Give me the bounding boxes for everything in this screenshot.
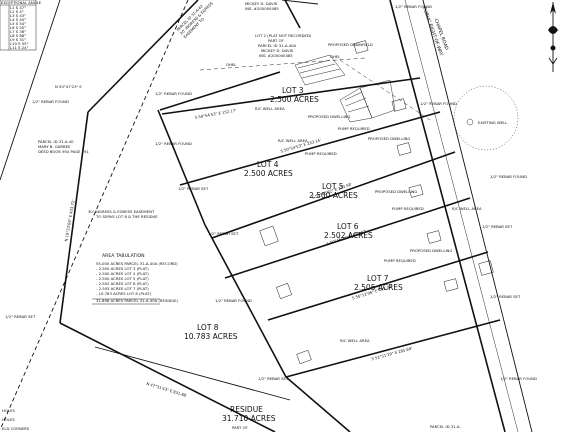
exception-row: L5 S 54° [10,21,26,26]
area-tab-row: - 2.500 ACRES LOT 5 (PLAT) [96,276,149,281]
dwelling-label: PROPOSED DWELLING [308,114,350,119]
owner-instrument: INS. #200000485 [245,6,279,11]
lot-acres: 2.500 ACRES [309,191,358,200]
lot-name: LOT 3 [282,86,304,95]
area-tab-row: - 2.500 ACRES LOT 4 (PLAT) [96,271,149,276]
parcel-left: MARY B. GARBEE [38,144,71,149]
parcel-left: DEED BOOK 954 PAGE 791 [38,149,89,154]
drainfield-label: PROPOSED DRAINFIELD [328,42,373,47]
exception-row: L8 S 88° [10,33,26,38]
exception-row: L6 S 55° [10,25,26,30]
well-area-label: R/C WELL AREA [452,206,482,211]
area-tab-row: - 2.505 ACRES LOT 7 (PLAT) [96,286,149,291]
exception-table [0,0,37,51]
lot-acres: 2.500 ACRES [270,95,319,104]
dwelling-label: PROPOSED DWELLING [368,136,410,141]
pump-label: PUMP REQUIRED [384,258,416,263]
north-arrow-icon [548,2,558,72]
lot-acres: 2.505 ACRES [354,283,403,292]
dwelling-label: PROPOSED DWELLING [410,248,452,253]
rebar-set: 1/2" REBAR SET [5,314,36,319]
lot2-label: MICKEY D. DAVIS [261,48,294,53]
ohel-label: OHEL [330,54,341,59]
ohel-label: OHEL [226,62,237,67]
existing-well-circle [453,85,519,151]
pump-label: PUMP REQUIRED [392,206,424,211]
rebar-set: 1/2" REBAR SET [490,294,521,299]
rebar-found: 1/2" REBAR FOUND [155,141,192,146]
lot-name: LOT 5 [322,182,344,191]
exception-row: L2 S 4° [10,9,24,14]
lot-name: LOT 7 [367,274,389,283]
rebar-found: 1/2" REBAR FOUND [395,4,432,9]
drainfield-hatch [294,54,396,123]
edge-note: ELD CORNERS [2,426,30,431]
lot-name: LOT 6 [337,222,359,231]
area-tab-row: - 10.783 ACRES LOT 8 (PLAT) [96,291,152,296]
residue-name: RESIDUE [230,405,263,414]
rebar-found: 1/2" REBAR FOUND [32,99,69,104]
rebar-found: 1/2" REBAR FOUND [490,174,527,179]
exception-row: L10 S 55° [10,41,29,46]
lot-name: LOT 8 [197,323,219,332]
easement-note: 30' INGRESS & EGRESS EASEMENT [88,209,155,214]
well-area-label: R/C WELL AREA [340,338,370,343]
area-tab-row: 55.000 ACRES PARCEL 31-A-40A (RECORD) [96,261,178,266]
rebar-set: 1/2" REBAR SET [482,224,513,229]
edge-note: HOLES [2,408,15,413]
well-area-label: R/C WELL AREA [278,138,308,143]
lot-acres: 10.783 ACRES [184,332,238,341]
rebar-found: 1/2" REBAR FOUND [500,376,537,381]
residue-part-of: PART OF [232,425,248,430]
rebar-found: 1/2" REBAR FOUND [420,101,457,106]
area-tab-row: - 2.502 ACRES LOT 6 (PLAT) [96,281,149,286]
bearing-label: N 47°31'43" E 831.88' [146,381,188,398]
parcel-bottom-right: PARCEL ID 31-A- [430,424,461,429]
rebar-set: 1/2" REBAR SET [178,186,209,191]
parcel-left: PARCEL ID 31-A-40 [38,139,74,144]
exception-row: L11 S 24° [10,45,29,50]
well-area-label: R/C WELL AREA [255,106,285,111]
rebar-found: 1/2" REBAR FOUND [215,298,252,303]
bearing-label: N 50°47'23" E [55,84,82,89]
exception-row: L3 S 43° [10,13,26,18]
rebar-set: 1/2" REBAR SET [258,376,289,381]
easement-note: TO SERVE LOT 8 & THE RESIDUE [95,214,158,219]
area-tab-row: 31.898 ACRES PARCEL 31-A-40A (RESIDUE) [96,298,179,303]
owner-name: MICKEY D. DAVIS [245,1,278,6]
bearing-label: S 50°54'53" E 152.17' [194,108,236,120]
dwelling-boxes [259,40,494,365]
dwelling-label: PROPOSED DWELLING [375,189,417,194]
exception-row: L9 S 31° [10,37,26,42]
lot-acres: 2.500 ACRES [244,169,293,178]
residue-acres: 31.710 ACRES [222,414,276,423]
lot2-label: PART OF [268,38,284,43]
exception-table-header: EXCEPTIONAL ANGLE [1,0,42,5]
area-tab-rules [92,298,160,305]
rebar-set: 1/2" REBAR SET [208,231,239,236]
area-tab-row: - 2.500 ACRES LOT 3 (PLAT) [96,266,149,271]
lot-name: LOT 4 [257,160,279,169]
exception-row: L1 S 47° [10,5,26,10]
exception-row: L4 S 40° [10,17,26,22]
exception-row: L7 S 36° [10,29,26,34]
lot-acres: 2.502 ACRES [324,231,373,240]
lot2-label: INS. #200000485 [259,53,293,58]
easement-label: 20' INGRESS & EGRESS [179,0,214,35]
edge-note: HOLES [2,417,15,422]
rebar-found: 1/2" REBAR FOUND [155,91,192,96]
area-tab-title: AREA TABULATION [102,253,145,259]
lot2-label: PARCEL ID 31-A-40A [258,43,297,48]
boundary-lines [0,0,533,432]
existing-well-label: EXISTING WELL [478,120,508,125]
lot2-label: LOT 2 (PLAT NOT RECORDED) [255,33,312,38]
pump-label: PUMP REQUIRED [338,126,370,131]
pump-label: PUMP REQUIRED [305,151,337,156]
